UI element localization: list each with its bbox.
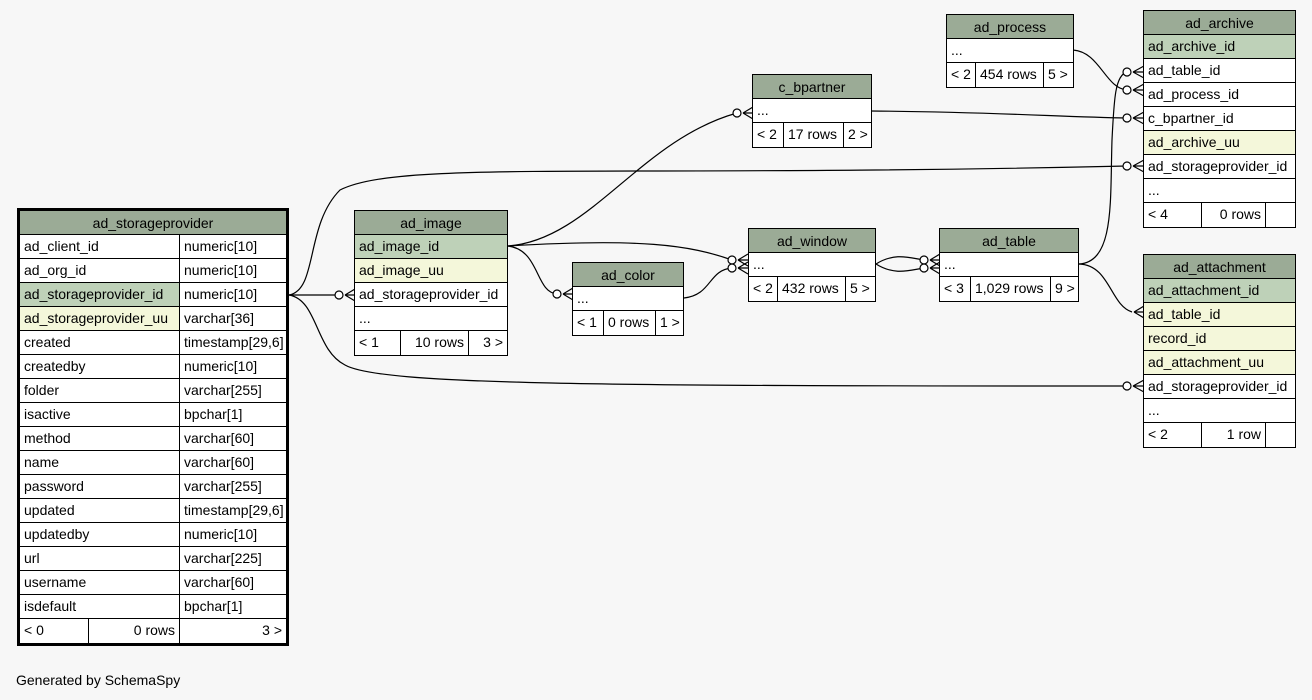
table-title: ad_storageprovider xyxy=(20,211,286,235)
column-row: ad_storageprovider_id xyxy=(1144,375,1295,399)
column-row: ... xyxy=(1144,179,1295,203)
column-row: ... xyxy=(940,253,1078,277)
edge-ad-attachment-to-ad-storageprovider xyxy=(288,294,1128,387)
column-row: c_bpartner_id xyxy=(1144,107,1295,131)
column-row-indexed: ad_table_id xyxy=(1144,303,1295,327)
column-row: ... xyxy=(1144,399,1295,423)
column-row-indexed: ad_archive_uu xyxy=(1144,131,1295,155)
edge-ad-image-to-ad-color xyxy=(507,245,558,295)
edge-ad-table-to-ad-attachment xyxy=(1078,263,1133,313)
table-title: ad_attachment xyxy=(1144,255,1295,279)
column-row: ad_process_id xyxy=(1144,83,1295,107)
edge-ad-image-to-ad-window xyxy=(507,242,733,261)
table-title: ad_archive xyxy=(1144,11,1295,35)
edge-ad-table-to-ad-archive xyxy=(1078,71,1128,265)
table-title: ad_image xyxy=(355,211,507,235)
column-row: ad_storageprovider_id xyxy=(1144,155,1295,179)
column-row: ... xyxy=(753,99,871,123)
table-title: ad_window xyxy=(749,229,875,253)
table-ad-attachment[interactable]: ad_attachment ad_attachment_id ad_table_… xyxy=(1143,254,1296,448)
edge-ad-process-to-ad-archive xyxy=(1072,49,1128,91)
table-title: c_bpartner xyxy=(753,75,871,99)
table-ad-archive[interactable]: ad_archive ad_archive_id ad_table_id ad_… xyxy=(1143,10,1296,228)
column-row: ... xyxy=(947,39,1073,63)
column-row-indexed: ad_image_uu xyxy=(355,259,507,283)
table-title: ad_color xyxy=(573,263,683,287)
column-row: ad_storageprovider_id xyxy=(355,283,507,307)
edge-ad-window-to-ad-table xyxy=(875,256,925,265)
edge-ad-color-to-ad-window xyxy=(683,267,733,299)
column-row-indexed: record_id xyxy=(1144,327,1295,351)
column-row-primary-key: ad_attachment_id xyxy=(1144,279,1295,303)
column-row: ... xyxy=(355,307,507,331)
column-row-primary-key: ad_archive_id xyxy=(1144,35,1295,59)
column-row: ad_table_id xyxy=(1144,59,1295,83)
edge-ad-archive-to-ad-storageprovider xyxy=(288,165,1128,296)
generated-by-text: Generated by SchemaSpy xyxy=(16,672,181,688)
edge-ad-image-to-c-bpartner xyxy=(507,112,738,247)
table-ad-image[interactable]: ad_image ad_image_id ad_image_uu ad_stor… xyxy=(354,210,508,356)
table-title: ad_process xyxy=(947,15,1073,39)
column-row-indexed: ad_attachment_uu xyxy=(1144,351,1295,375)
table-title: ad_table xyxy=(940,229,1078,253)
column-row-primary-key: ad_image_id xyxy=(355,235,507,259)
column-row: ... xyxy=(573,287,683,311)
edge-c-bpartner-to-ad-archive xyxy=(870,110,1128,119)
column-row: ... xyxy=(749,253,875,277)
